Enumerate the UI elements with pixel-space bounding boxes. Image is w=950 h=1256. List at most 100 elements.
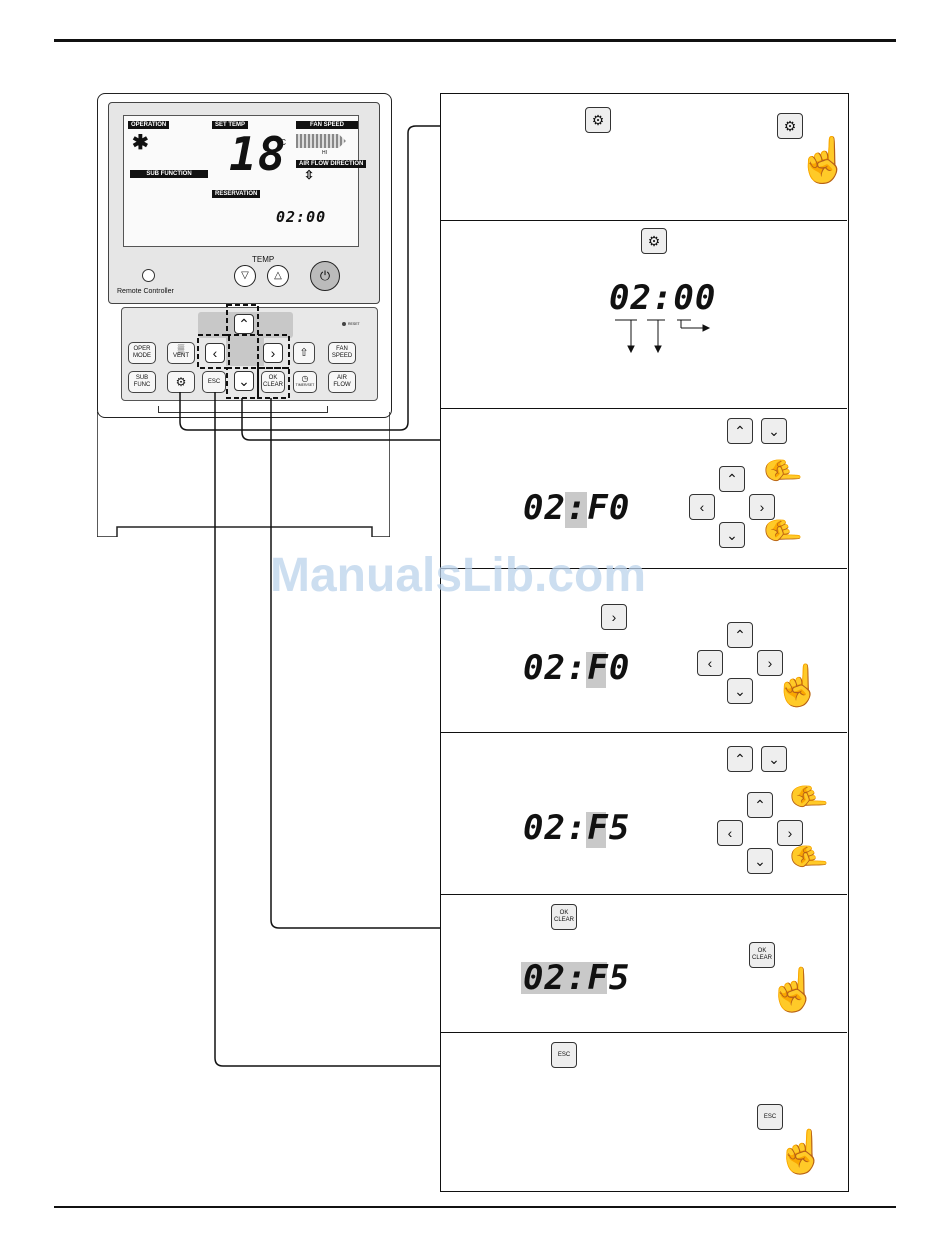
keypad-panel: RESET ⌃ ‹ › ⌄ OPER MODE SUB FUNC ▒VENT ⚙…	[121, 307, 378, 401]
vent-icon: ▒	[177, 344, 185, 354]
step-3: ⌃ ⌄ 02:F0 ⌃ ‹ › ⌄ ☝ ☝	[441, 408, 847, 569]
gear-icon: ⚙	[783, 117, 797, 134]
step-1: ⚙ ⚙ ☝	[441, 94, 851, 221]
step2-settings-button[interactable]: ⚙	[641, 228, 667, 254]
nav-up-button[interactable]: ⌃	[234, 314, 254, 334]
nav-center	[226, 338, 264, 366]
hand-pointer-icon: ☝	[773, 664, 823, 708]
clock-icon: ◷	[301, 374, 309, 383]
step4-pad-down: ⌄	[727, 678, 753, 704]
step5-pad-up: ⌃	[747, 792, 773, 818]
bottom-rule	[54, 1206, 896, 1208]
sub-func-button[interactable]: SUB FUNC	[128, 371, 156, 393]
fan-speed-button[interactable]: FAN SPEED	[328, 342, 356, 364]
step5-pad-left: ‹	[717, 820, 743, 846]
temp-up-button[interactable]: △	[267, 265, 289, 287]
step5-display: 02:F5	[523, 808, 631, 848]
nav-down-button[interactable]: ⌄	[234, 371, 254, 391]
air-flow-label: AIR FLOW DIRECTION	[296, 160, 367, 168]
step6-ok-press: OK CLEAR	[749, 942, 775, 968]
fan-speed-label: FAN SPEED	[296, 121, 358, 129]
step3-pad-up: ⌃	[719, 466, 745, 492]
step3-pad-left: ‹	[689, 494, 715, 520]
hand-pointer-icon: ☝	[764, 451, 801, 491]
step3-pad-down: ⌄	[719, 522, 745, 548]
steps-panel: ⚙ ⚙ ☝ ⚙ 02:00 ⌃ ⌄ 02:F0 ⌃ ‹ › ⌄ ☝ ☝ › 02…	[440, 93, 851, 1192]
step5-pad-right: ›	[777, 820, 803, 846]
step4-pad-left: ‹	[697, 650, 723, 676]
hand-pointer-icon: ☝	[790, 777, 827, 817]
step4-highlight	[586, 652, 606, 688]
step1-settings-press: ⚙	[777, 113, 803, 139]
step-2: ⚙ 02:00	[441, 220, 847, 409]
fan-speed-bar	[296, 134, 346, 148]
settings-button[interactable]: ⚙	[167, 371, 195, 393]
temp-unit: °C	[277, 138, 286, 147]
vent-label: VENT	[172, 353, 189, 359]
step1-settings-button[interactable]: ⚙	[585, 107, 611, 133]
step2-display: 02:00	[609, 278, 717, 318]
step7-esc-button[interactable]: ESC	[551, 1042, 577, 1068]
home-button[interactable]: ⇧	[293, 342, 315, 364]
hand-pointer-icon: ☝	[796, 136, 851, 185]
timer-label: TIMER/SET	[295, 383, 315, 387]
esc-button[interactable]: ESC	[202, 371, 226, 393]
step4-pad-right: ›	[757, 650, 783, 676]
step5-pad-down: ⌄	[747, 848, 773, 874]
cooling-icon: ✱	[132, 132, 149, 154]
gear-icon: ⚙	[175, 374, 187, 389]
reservation-label: RESERVATION	[212, 190, 261, 198]
step5-up-button[interactable]: ⌃	[727, 746, 753, 772]
step7-esc-press: ESC	[757, 1104, 783, 1130]
temp-label: TEMP	[252, 255, 275, 264]
nav-left-button[interactable]: ‹	[205, 343, 225, 363]
sub-function-label: SUB FUNCTION	[130, 170, 208, 178]
step3-up-button[interactable]: ⌃	[727, 418, 753, 444]
fan-level: HI	[322, 150, 327, 156]
nav-right-button[interactable]: ›	[263, 343, 283, 363]
watermark: ManualsLib.com	[270, 549, 647, 602]
hand-pointer-icon: ☝	[775, 1128, 828, 1175]
step-4: › 02:F0 ⌃ ‹ › ⌄ ☝	[441, 568, 847, 733]
indicator-lamp	[142, 269, 155, 282]
top-rule	[54, 39, 896, 42]
step4-pad-up: ⌃	[727, 622, 753, 648]
temp-down-button[interactable]: ▽	[234, 265, 256, 287]
step-7: ESC ESC ☝	[441, 1032, 847, 1192]
step5-down-button[interactable]: ⌄	[761, 746, 787, 772]
remote-controller: OPERATION ✱ SET TEMP 18 °C FAN SPEED HI …	[97, 93, 392, 418]
step3-highlight	[565, 492, 587, 528]
reservation-time: 02:00	[276, 208, 327, 226]
home-icon: ⇧	[299, 346, 309, 359]
step3-down-button[interactable]: ⌄	[761, 418, 787, 444]
step3-pad-right: ›	[749, 494, 775, 520]
gear-icon: ⚙	[591, 111, 605, 128]
step-6: OK CLEAR 02:F5 OK CLEAR ☝	[441, 894, 847, 1033]
gear-icon: ⚙	[647, 232, 661, 249]
step3-display: 02:F0	[523, 488, 631, 528]
step4-display: 02:F0	[523, 648, 631, 688]
vent-button[interactable]: ▒VENT	[167, 342, 195, 364]
air-flow-button[interactable]: AIR FLOW	[328, 371, 356, 393]
oper-mode-button[interactable]: OPER MODE	[128, 342, 156, 364]
mounting-plate	[97, 412, 390, 537]
step5-highlight	[586, 812, 606, 848]
set-temp-label: SET TEMP	[212, 121, 249, 129]
air-flow-icon: ⇳	[304, 168, 315, 182]
step6-highlight	[521, 962, 607, 994]
step2-digit-arrows	[615, 319, 711, 354]
hand-pointer-icon: ☝	[790, 837, 827, 877]
power-button[interactable]: ⏻	[310, 261, 340, 291]
step6-display: 02:F5	[523, 958, 631, 998]
hand-pointer-icon: ☝	[764, 511, 801, 551]
ok-clear-button[interactable]: OK CLEAR	[261, 371, 285, 393]
hand-pointer-icon: ☝	[767, 966, 820, 1013]
remote-upper-panel: OPERATION ✱ SET TEMP 18 °C FAN SPEED HI …	[108, 102, 380, 304]
step4-right-button[interactable]: ›	[601, 604, 627, 630]
reset-label: RESET	[348, 322, 360, 326]
lcd-screen: OPERATION ✱ SET TEMP 18 °C FAN SPEED HI …	[123, 115, 367, 247]
step6-ok-clear-button[interactable]: OK CLEAR	[551, 904, 577, 930]
operation-label: OPERATION	[128, 121, 170, 129]
reset-hole[interactable]	[342, 322, 346, 326]
timer-button[interactable]: ◷TIMER/SET	[293, 371, 317, 393]
